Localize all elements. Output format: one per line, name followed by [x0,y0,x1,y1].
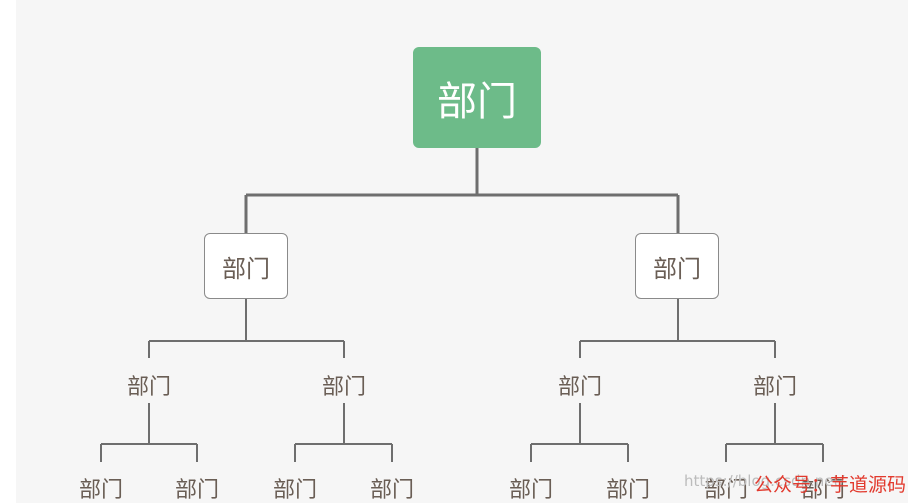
level2-node-1: 部门 [126,375,171,400]
level3-node-5: 部门 [508,478,553,503]
watermark-brand: 公众号：芋道源码 [754,474,907,496]
level2-node-3: 部门 [557,375,602,400]
level3-node-1: 部门 [78,478,123,503]
level1-node-left: 部门 [204,233,288,299]
watermark-url: https://blog.csdn.net/ [684,472,845,490]
org-chart-canvas: 部门 部门 部门 部门 部门 部门 部门 部门 部门 部门 部门 部门 部门 部… [16,0,908,503]
level3-node-3: 部门 [272,478,317,503]
connector-lines [100,148,824,462]
level3-node-4: 部门 [369,478,414,503]
level3-node-6: 部门 [605,478,650,503]
root-node: 部门 [413,47,541,148]
level2-node-4: 部门 [752,375,797,400]
level2-node-2: 部门 [321,375,366,400]
level1-node-right: 部门 [635,233,719,299]
level3-node-7: 部门 [703,478,748,503]
level3-node-2: 部门 [174,478,219,503]
level3-node-8: 部门 [800,478,845,503]
